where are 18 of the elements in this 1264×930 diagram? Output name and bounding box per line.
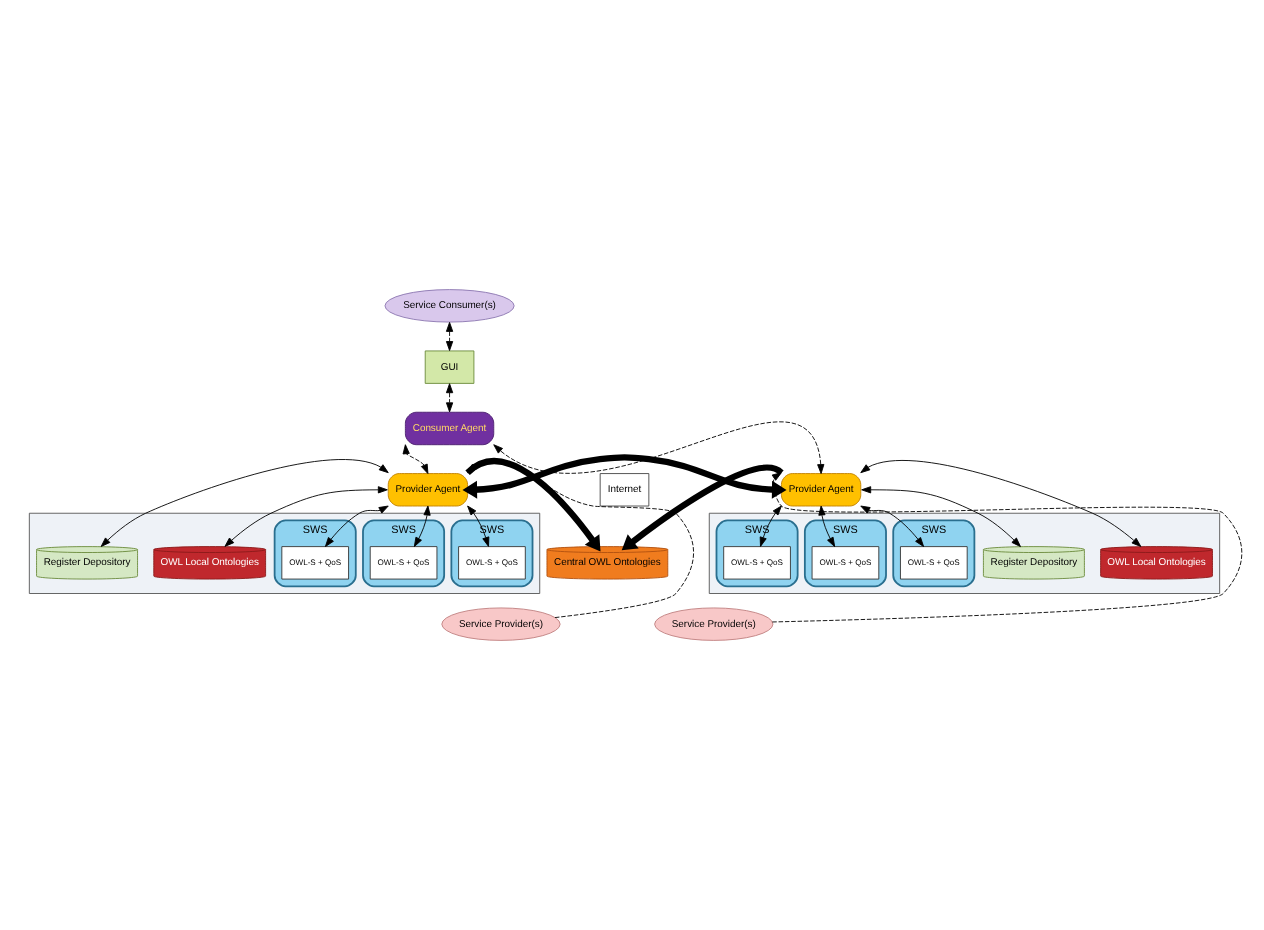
arrow [860, 505, 925, 547]
arrow [860, 460, 1142, 547]
arrow [413, 505, 431, 547]
arrow [324, 505, 389, 547]
arrow [465, 458, 601, 552]
arrow [493, 421, 825, 474]
arrow [621, 464, 783, 551]
arrow [861, 486, 1021, 548]
arrow [759, 505, 782, 547]
arrow [100, 459, 389, 547]
arrow [402, 444, 429, 474]
arrow [467, 458, 695, 619]
arrow [467, 505, 490, 547]
arrow [445, 321, 454, 351]
arrow [445, 383, 454, 413]
arrow [224, 486, 388, 547]
arrow [818, 505, 836, 547]
arrow [462, 454, 787, 499]
